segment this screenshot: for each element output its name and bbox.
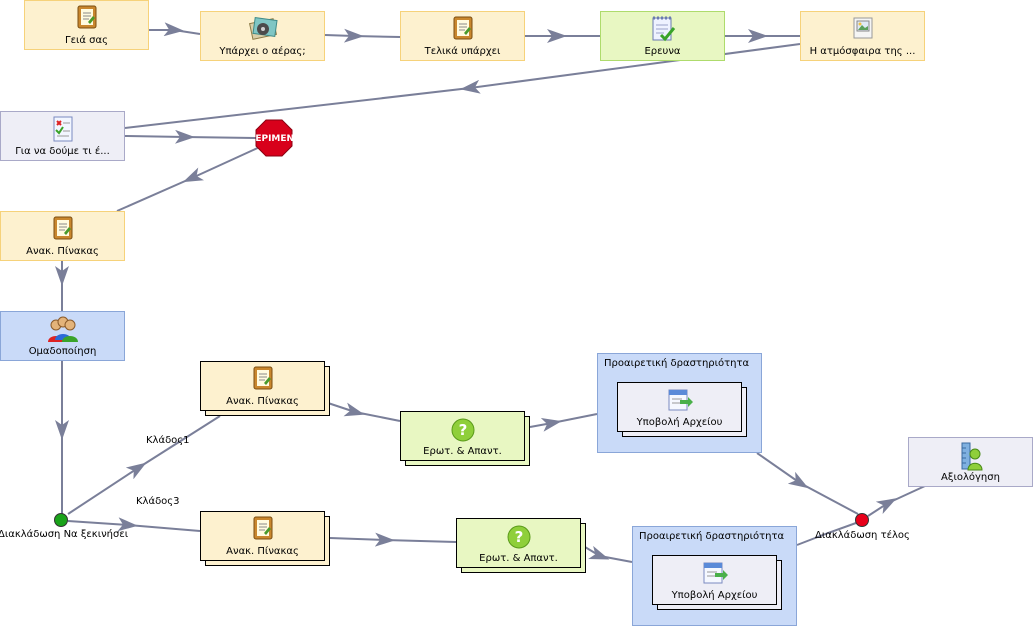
node-label: Υποβολή Αρχείου [636, 417, 723, 428]
activity-ypovoli-arxeiou-1[interactable]: Υποβολή Αρχείου [617, 382, 747, 438]
optional-activity-group-2[interactable]: Προαιρετική δραστηριότητα Υποβολή Αρχείο… [632, 526, 797, 626]
group-icon [46, 314, 80, 348]
connector [529, 413, 598, 432]
connector [756, 452, 859, 515]
connector [584, 545, 633, 563]
stop-sign-icon: ΠΕΡΙΜΕΝΕ [248, 119, 300, 157]
branching-end-point[interactable] [855, 513, 869, 527]
activity-atmosfaira[interactable]: Η ατμόσφαιρα της ... [800, 11, 925, 61]
group-title: Προαιρετική δραστηριότητα [639, 531, 785, 542]
activity-ereuna[interactable]: Ερευνα [600, 11, 725, 61]
checklist-icon [650, 15, 676, 47]
stop-label: ΠΕΡΙΜΕΝΕ [255, 134, 293, 144]
activity-geia-sas[interactable]: Γειά σας [24, 0, 149, 50]
node-label: Ανακ. Πίνακας [226, 396, 299, 407]
svg-text:?: ? [458, 421, 467, 439]
notepad-icon [76, 4, 98, 34]
connector [116, 145, 263, 212]
node-label: Ανακ. Πίνακας [26, 246, 99, 257]
branching-end-label: Διακλάδωση τέλος [815, 530, 910, 541]
activity-telika-yparxei[interactable]: Τελικά υπάρχει [400, 11, 525, 61]
node-label: Τελικά υπάρχει [424, 46, 501, 57]
connector [124, 129, 257, 144]
branching-start-label: Διακλάδωση Να ξεκινήσει [0, 529, 129, 540]
notepad-icon [452, 15, 474, 45]
node-label: Ερωτ. & Απαντ. [423, 446, 502, 457]
activity-ypovoli-arxeiou-2[interactable]: Υποβολή Αρχείου [652, 555, 782, 611]
activity-yparxei-aeras[interactable]: Υπάρχει ο αέρας; [200, 11, 325, 61]
connector [329, 532, 457, 547]
optional-activity-group-1[interactable]: Προαιρετική δραστηριότητα Υποβολή Αρχείο… [597, 353, 762, 453]
node-label: Ερωτ. & Απαντ. [479, 553, 558, 564]
node-label: Αξιολόγηση [941, 472, 1000, 483]
connector [796, 522, 857, 546]
question-icon: ? [450, 417, 476, 447]
connector [148, 22, 201, 37]
activity-anak-pinakas-branch3[interactable]: Ανακ. Πίνακας [200, 511, 331, 567]
node-label: Ερευνα [644, 46, 681, 57]
branch-label-3: Κλάδος3 [136, 496, 180, 507]
activity-omadopoiisi[interactable]: Ομαδοποίηση [0, 311, 125, 361]
group-title: Προαιρετική δραστηριότητα [604, 358, 750, 369]
node-label: Υπάρχει ο αέρας; [219, 46, 306, 57]
image-icon [850, 15, 876, 45]
connector [67, 517, 201, 532]
node-label: Ομαδοποίηση [28, 346, 97, 357]
node-label: Ανακ. Πίνακας [226, 546, 299, 557]
activity-anak-pinakas-1[interactable]: Ανακ. Πίνακας [0, 211, 125, 261]
assessment-icon [51, 115, 75, 147]
branching-start-point[interactable] [54, 513, 68, 527]
activity-erot-apant-2[interactable]: ? Ερωτ. & Απαντ. [456, 518, 587, 574]
activity-axiologisi[interactable]: Αξιολόγηση [908, 437, 1033, 487]
stop-gate[interactable]: ΠΕΡΙΜΕΝΕ [248, 119, 300, 157]
connector [324, 401, 401, 422]
connector [67, 415, 221, 515]
connector [324, 28, 401, 43]
node-label: Η ατμόσφαιρα της ... [809, 46, 916, 57]
activity-anak-pinakas-branch1[interactable]: Ανακ. Πίνακας [200, 361, 331, 417]
notepad-icon [252, 515, 274, 545]
svg-text:?: ? [514, 528, 523, 546]
grade-icon [958, 440, 984, 476]
media-icon [248, 15, 278, 45]
file-upload-icon [701, 560, 729, 590]
node-label: Υποβολή Αρχείου [671, 590, 758, 601]
branch-label-1: Κλάδος1 [146, 435, 190, 446]
notepad-icon [52, 215, 74, 245]
activity-erot-apant-1[interactable]: ? Ερωτ. & Απαντ. [400, 411, 531, 467]
file-upload-icon [666, 387, 694, 417]
activity-gia-na-doume[interactable]: Για να δούμε τι έ... [0, 111, 125, 161]
node-label: Για να δούμε τι έ... [15, 146, 110, 157]
notepad-icon [252, 365, 274, 395]
node-label: Γειά σας [65, 35, 108, 46]
connector [867, 485, 926, 517]
question-icon: ? [506, 524, 532, 554]
